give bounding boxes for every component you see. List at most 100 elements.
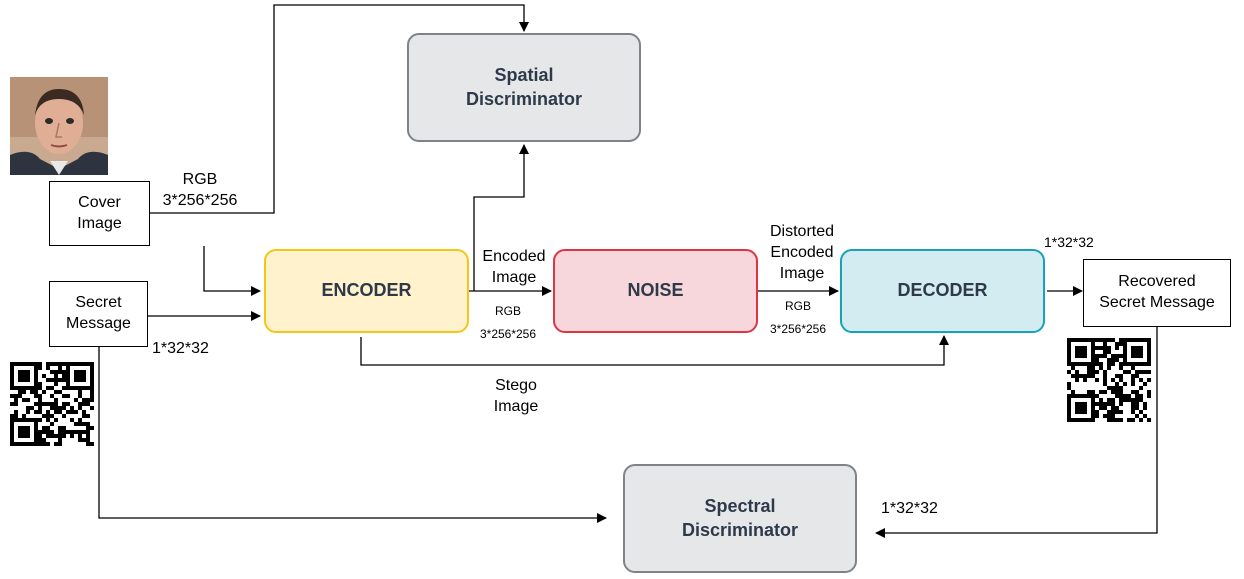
qr-module xyxy=(1083,350,1087,354)
qr-module xyxy=(1119,410,1123,414)
qr-module xyxy=(42,438,46,442)
qr-module xyxy=(54,378,58,382)
qr-module xyxy=(34,382,38,386)
noise-block: NOISE xyxy=(553,249,758,333)
qr-module xyxy=(70,406,74,410)
qr-module xyxy=(1115,410,1119,414)
qr-module xyxy=(42,414,46,418)
qr-module xyxy=(78,394,82,398)
qr-module xyxy=(1099,346,1103,350)
qr-module xyxy=(1139,338,1143,342)
qr-module xyxy=(10,394,14,398)
qr-module xyxy=(10,402,14,406)
cover-format-line-2: 3*256*256 xyxy=(162,191,238,209)
qr-module xyxy=(1067,358,1071,362)
qr-module xyxy=(1147,362,1151,366)
qr-module xyxy=(78,434,82,438)
decoder-block: DECODER xyxy=(840,249,1045,333)
qr-module xyxy=(78,422,82,426)
qr-module xyxy=(34,390,38,394)
qr-module xyxy=(34,366,38,370)
qr-module xyxy=(1071,390,1075,394)
qr-module xyxy=(10,430,14,434)
qr-module xyxy=(58,378,62,382)
qr-module xyxy=(86,414,90,418)
qr-module xyxy=(78,438,82,442)
qr-module xyxy=(1119,342,1123,346)
qr-module xyxy=(1071,418,1075,422)
qr-module xyxy=(90,366,94,370)
arrow-stego-to-decoder xyxy=(360,335,949,366)
qr-module xyxy=(46,386,50,390)
qr-module xyxy=(1115,386,1119,390)
qr-module xyxy=(1103,402,1107,406)
qr-module xyxy=(1139,354,1143,358)
qr-module xyxy=(70,418,74,422)
qr-module xyxy=(1131,398,1135,402)
qr-module xyxy=(70,410,74,414)
qr-module xyxy=(54,418,58,422)
qr-module xyxy=(1123,362,1127,366)
spectral-line-1: Spectral xyxy=(704,496,776,517)
qr-module xyxy=(82,374,86,378)
qr-module xyxy=(1087,394,1091,398)
qr-module xyxy=(1091,394,1095,398)
qr-module xyxy=(74,374,78,378)
qr-module xyxy=(10,418,14,422)
qr-module xyxy=(22,434,26,438)
qr-module xyxy=(90,382,94,386)
qr-module xyxy=(1075,402,1079,406)
qr-module xyxy=(1131,418,1135,422)
qr-module xyxy=(1067,406,1071,410)
qr-module xyxy=(1107,398,1111,402)
qr-module xyxy=(1075,378,1079,382)
qr-module xyxy=(78,406,82,410)
qr-module xyxy=(26,410,30,414)
qr-module xyxy=(50,414,54,418)
qr-module xyxy=(1083,374,1087,378)
qr-module xyxy=(1131,374,1135,378)
recovered-size-label: 1*32*32 xyxy=(1044,234,1094,250)
qr-module xyxy=(1111,410,1115,414)
qr-module xyxy=(1123,358,1127,362)
qr-module xyxy=(1091,418,1095,422)
qr-module xyxy=(1103,346,1107,350)
qr-module xyxy=(10,386,14,390)
qr-module xyxy=(1135,374,1139,378)
qr-module xyxy=(86,402,90,406)
qr-module xyxy=(22,418,26,422)
qr-module xyxy=(14,442,18,446)
qr-module xyxy=(82,410,86,414)
qr-module xyxy=(1107,410,1111,414)
qr-module xyxy=(18,378,22,382)
qr-module xyxy=(90,370,94,374)
spectral-size-label: 1*32*32 xyxy=(881,500,938,517)
qr-module xyxy=(26,378,30,382)
qr-module xyxy=(38,394,42,398)
qr-module xyxy=(1119,378,1123,382)
qr-module xyxy=(34,378,38,382)
qr-module xyxy=(1099,402,1103,406)
qr-module xyxy=(1123,342,1127,346)
qr-module xyxy=(1095,370,1099,374)
qr-module xyxy=(50,386,54,390)
qr-module xyxy=(1119,366,1123,370)
qr-module xyxy=(1143,362,1147,366)
qr-module xyxy=(1119,354,1123,358)
qr-module xyxy=(22,426,26,430)
qr-module xyxy=(1091,406,1095,410)
qr-module xyxy=(66,374,70,378)
qr-module xyxy=(1075,354,1079,358)
qr-module xyxy=(42,374,46,378)
qr-module xyxy=(1091,346,1095,350)
qr-module xyxy=(50,434,54,438)
qr-module xyxy=(1123,354,1127,358)
cover-format-line-1: RGB xyxy=(182,171,218,188)
qr-module xyxy=(22,442,26,446)
qr-module xyxy=(1131,410,1135,414)
qr-module xyxy=(1147,358,1151,362)
qr-module xyxy=(78,374,82,378)
qr-module xyxy=(62,362,66,366)
qr-module xyxy=(34,362,38,366)
